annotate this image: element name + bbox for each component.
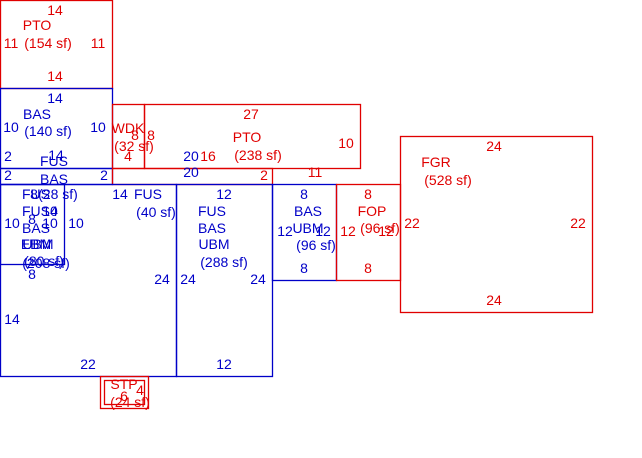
bas-140-dim-right: 10 <box>90 119 106 135</box>
stp-label: STP <box>110 376 137 392</box>
pto-top-label: PTO <box>23 17 52 33</box>
fop-area: (96 sf) <box>360 220 400 236</box>
stack-ebm: EBM <box>21 236 51 252</box>
bas-140-area: (140 sf) <box>24 123 71 139</box>
fus-40-area: (40 sf) <box>136 204 176 220</box>
fgr-dim-left: 22 <box>404 215 420 231</box>
lower-left-rect <box>0 183 178 378</box>
fop-dim-top: 8 <box>364 186 372 202</box>
fgr-label: FGR <box>421 154 451 170</box>
strip-dim-2-red: 2 <box>260 167 268 183</box>
lower-left-dim-bottom: 22 <box>80 356 96 372</box>
lower-left-dim-right: 24 <box>154 271 170 287</box>
outline-layer <box>0 0 594 410</box>
stack-bas: BAS <box>22 220 50 236</box>
fop-rect <box>335 183 402 282</box>
stp-rect <box>99 375 150 410</box>
stack-dim-8-mid: 8 <box>28 211 36 227</box>
stp-dim-6: 6 <box>120 388 128 404</box>
stack-dim-10-a: 10 <box>4 215 20 231</box>
wdk-label: WDK <box>112 120 145 136</box>
bas-ubm-dim-top: 8 <box>300 186 308 202</box>
bas-140-dim-left: 10 <box>3 119 19 135</box>
stack-dim-8-top: 8 <box>30 186 38 202</box>
pto-238-dim-top: 27 <box>243 106 259 122</box>
pto-238-label: PTO <box>233 129 262 145</box>
fgr-area: (528 sf) <box>424 172 471 188</box>
bas-ubm-area: (96 sf) <box>296 237 336 253</box>
stack-fus-2: FUS <box>22 203 50 219</box>
bas-ubm-dim-bottom: 8 <box>300 260 308 276</box>
strip-bas-label: BAS <box>40 171 68 187</box>
fus-288-label-3: UBM <box>198 236 229 252</box>
bas-140-dim-top: 14 <box>47 90 63 106</box>
stp-area: (24 sf) <box>110 394 150 410</box>
stack-dim-4: 4 <box>50 203 58 219</box>
pto-238-dim-11: 11 <box>308 164 323 180</box>
fus-288-area: (288 sf) <box>200 254 247 270</box>
bas-ubm-label-1: BAS <box>294 203 322 219</box>
pto-top-dim-top: 14 <box>47 2 63 18</box>
fus-288-dim-left: 24 <box>180 271 196 287</box>
fop-dim-left: 12 <box>340 223 356 239</box>
pto-top-dim-bottom: 14 <box>47 68 63 84</box>
fus-288-dim-bottom: 12 <box>216 356 232 372</box>
stp-inner-rect <box>103 379 146 406</box>
bas-ubm-dim-right: 12 <box>315 223 331 239</box>
fus-288-dim-right: 24 <box>250 271 266 287</box>
stack-fus-1: FUS <box>22 186 50 202</box>
lower-left-dim-left: 14 <box>4 311 20 327</box>
fus-40-dim-14: 14 <box>112 186 128 202</box>
strip-14: 14 <box>48 147 64 163</box>
strip-dim-2-small: 2 <box>4 167 12 183</box>
wdk-dim-b: 8 <box>147 127 155 143</box>
fop-dim-bottom: 8 <box>364 260 372 276</box>
pto-top-dim-left: 11 <box>4 35 19 51</box>
pto-238-dim-16: 16 <box>200 148 216 164</box>
wdk-area: (32 sf) <box>114 138 154 154</box>
stack-area-2: (208 sf) <box>22 255 69 271</box>
strip-dim-2-right: 2 <box>100 167 108 183</box>
stack-dim-8-bottom: 8 <box>28 266 36 282</box>
fus-288-label-2: BAS <box>198 220 226 236</box>
pto-top-dim-right: 11 <box>91 35 106 51</box>
strip-dim-20-top: 20 <box>183 148 199 164</box>
pto-238-area: (238 sf) <box>234 147 281 163</box>
strip-dim-2-left: 2 <box>4 148 12 164</box>
stack-dim-10-b: 10 <box>42 215 58 231</box>
fgr-dim-top: 24 <box>486 138 502 154</box>
fus-288-label-1: FUS <box>198 203 226 219</box>
stp-dim-4: 4 <box>136 382 144 398</box>
pto-top-area: (154 sf) <box>24 35 71 51</box>
bas-ubm-label-2: UBM <box>292 220 323 236</box>
fus-40-label: FUS <box>134 186 162 202</box>
strip-dim-20-bottom: 20 <box>183 164 199 180</box>
stack-dim-10-d: 10 <box>42 203 58 219</box>
fop-label: FOP <box>358 203 387 219</box>
pto-238-dim-right: 10 <box>338 135 354 151</box>
stack-dim-10-c: 10 <box>68 215 84 231</box>
fgr-dim-bottom: 24 <box>486 292 502 308</box>
bas-140-label: BAS <box>23 106 51 122</box>
bas-ubm-dim-left: 12 <box>277 223 293 239</box>
stack-area: (80 sf) <box>24 253 64 269</box>
strip-fus-label: FUS <box>40 153 68 169</box>
strip-28-area: (28 sf) <box>38 186 78 202</box>
wdk-dim-bottom: 4 <box>124 148 132 164</box>
fgr-dim-right: 22 <box>570 215 586 231</box>
fop-dim-right: 12 <box>378 223 394 239</box>
fus-288-dim-top: 12 <box>216 186 232 202</box>
wdk-dim-a: 8 <box>131 127 139 143</box>
stack-ubm: UBM <box>22 236 53 252</box>
